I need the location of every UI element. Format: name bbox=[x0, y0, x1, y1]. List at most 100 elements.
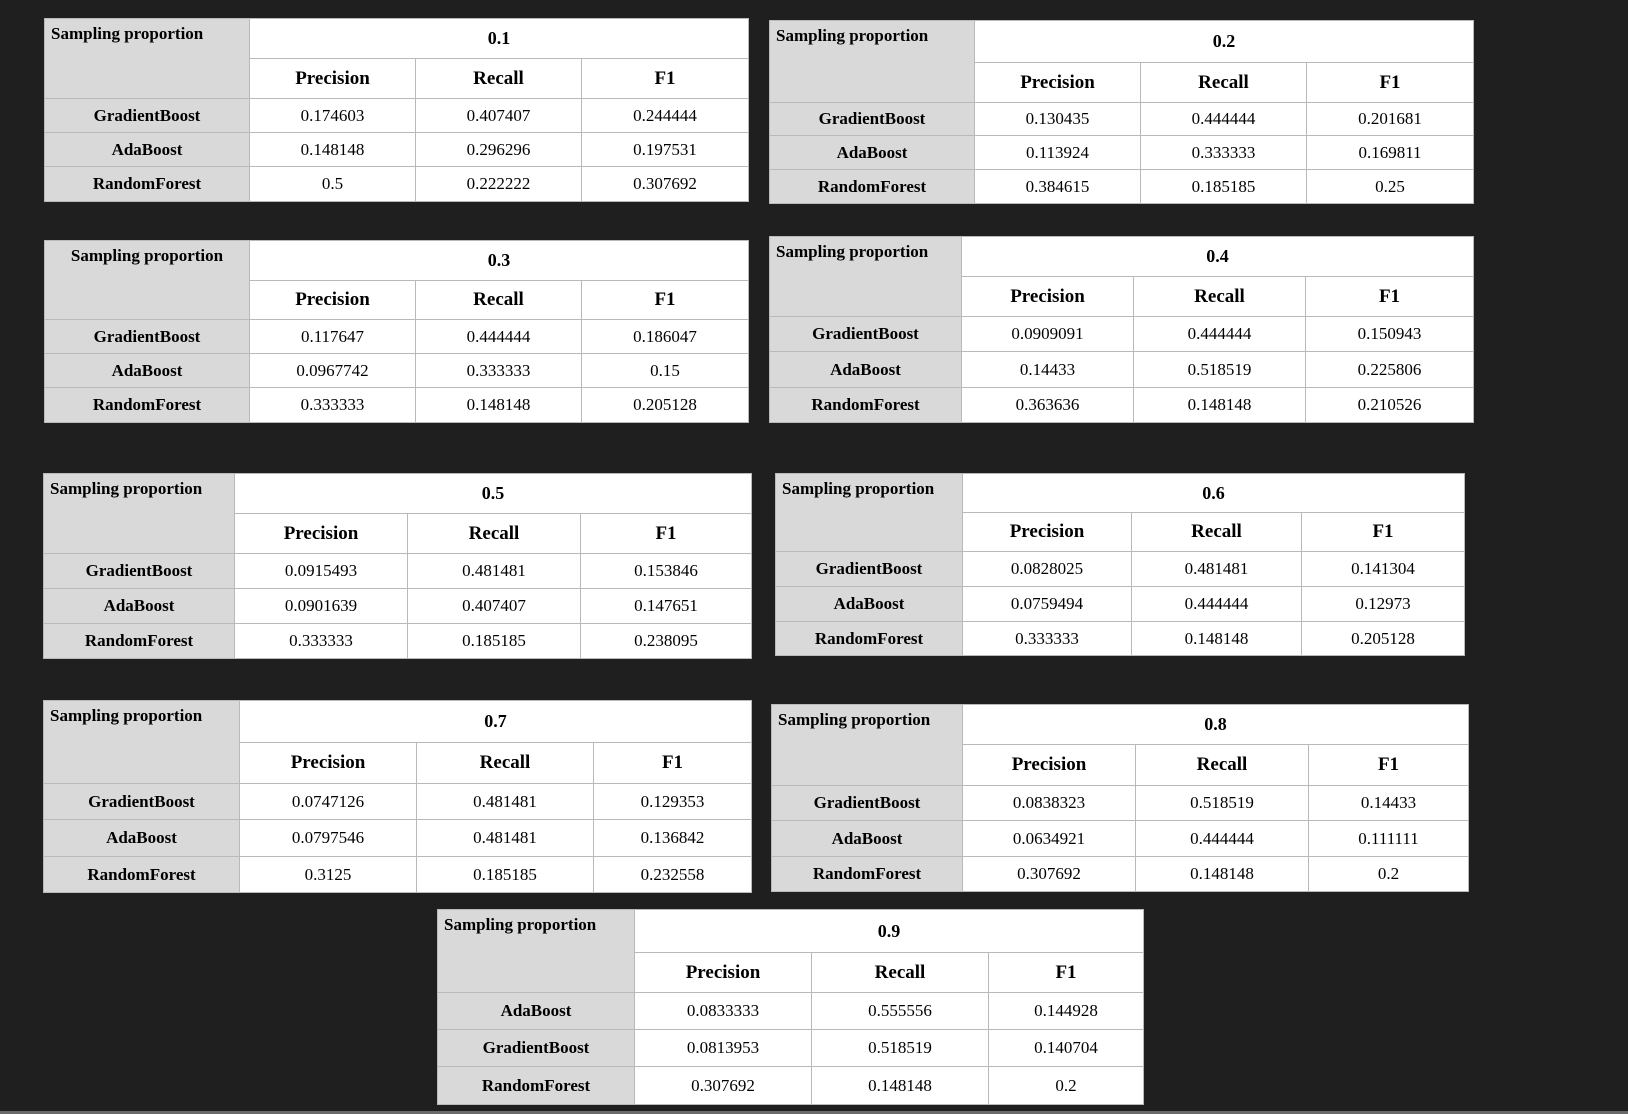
model-name: RandomForest bbox=[43, 856, 240, 893]
recall-header: Recall bbox=[415, 58, 582, 99]
f1-value: 0.205128 bbox=[1300, 621, 1466, 656]
proportion-value: 0.2 bbox=[973, 20, 1475, 63]
precision-value: 0.0634921 bbox=[962, 820, 1136, 857]
precision-value: 0.0967742 bbox=[249, 353, 416, 388]
recall-value: 0.333333 bbox=[415, 353, 582, 388]
precision-value: 0.5 bbox=[249, 166, 416, 202]
table-row: AdaBoost 0.0901639 0.407407 0.147651 bbox=[43, 588, 753, 624]
proportion-value: 0.9 bbox=[633, 909, 1145, 953]
model-name: RandomForest bbox=[769, 169, 975, 204]
recall-value: 0.444444 bbox=[1131, 586, 1302, 622]
f1-value: 0.15 bbox=[580, 353, 750, 388]
table-row: AdaBoost 0.14433 0.518519 0.225806 bbox=[769, 351, 1475, 388]
precision-value: 0.0813953 bbox=[634, 1029, 812, 1067]
precision-value: 0.384615 bbox=[974, 169, 1141, 204]
table-row: GradientBoost 0.0915493 0.481481 0.15384… bbox=[43, 553, 753, 589]
recall-header: Recall bbox=[1135, 744, 1309, 786]
recall-value: 0.148148 bbox=[1135, 856, 1309, 892]
model-name: GradientBoost bbox=[43, 783, 240, 820]
recall-value: 0.444444 bbox=[1140, 102, 1307, 136]
sampling-proportion-label: Sampling proportion bbox=[775, 473, 963, 552]
f1-value: 0.2 bbox=[987, 1066, 1145, 1105]
f1-value: 0.136842 bbox=[592, 819, 753, 857]
proportion-value: 0.1 bbox=[248, 18, 750, 59]
model-name: GradientBoost bbox=[437, 1029, 635, 1067]
recall-header: Recall bbox=[1140, 62, 1307, 103]
model-name: GradientBoost bbox=[771, 785, 963, 821]
table-row: RandomForest 0.333333 0.185185 0.238095 bbox=[43, 623, 753, 659]
f1-value: 0.14433 bbox=[1307, 785, 1470, 821]
table-row: GradientBoost 0.0909091 0.444444 0.15094… bbox=[769, 316, 1475, 352]
f1-header: F1 bbox=[1307, 744, 1470, 786]
model-name: RandomForest bbox=[44, 387, 250, 423]
precision-value: 0.3125 bbox=[239, 856, 417, 893]
precision-header: Precision bbox=[974, 62, 1141, 103]
f1-value: 0.169811 bbox=[1305, 135, 1475, 170]
f1-header: F1 bbox=[987, 952, 1145, 993]
table-row: GradientBoost 0.174603 0.407407 0.244444 bbox=[44, 98, 750, 133]
precision-header: Precision bbox=[962, 512, 1132, 552]
precision-value: 0.307692 bbox=[634, 1066, 812, 1105]
recall-value: 0.148148 bbox=[811, 1066, 989, 1105]
precision-value: 0.0833333 bbox=[634, 992, 812, 1030]
recall-value: 0.333333 bbox=[1140, 135, 1307, 170]
sampling-proportion-label: Sampling proportion bbox=[43, 700, 240, 784]
f1-value: 0.210526 bbox=[1304, 387, 1475, 423]
sampling-proportion-label: Sampling proportion bbox=[769, 20, 975, 103]
model-name: RandomForest bbox=[43, 623, 235, 659]
precision-header: Precision bbox=[249, 280, 416, 320]
model-name: AdaBoost bbox=[43, 588, 235, 624]
precision-header: Precision bbox=[962, 744, 1136, 786]
model-name: AdaBoost bbox=[44, 132, 250, 167]
precision-value: 0.0747126 bbox=[239, 783, 417, 820]
f1-value: 0.2 bbox=[1307, 856, 1470, 892]
recall-value: 0.296296 bbox=[415, 132, 582, 167]
f1-value: 0.153846 bbox=[579, 553, 753, 589]
f1-header: F1 bbox=[1305, 62, 1475, 103]
recall-value: 0.222222 bbox=[415, 166, 582, 202]
recall-value: 0.185185 bbox=[407, 623, 581, 659]
f1-value: 0.129353 bbox=[592, 783, 753, 820]
f1-value: 0.307692 bbox=[580, 166, 750, 202]
precision-value: 0.0915493 bbox=[234, 553, 408, 589]
sampling-proportion-label: Sampling proportion bbox=[44, 18, 250, 99]
f1-value: 0.232558 bbox=[592, 856, 753, 893]
precision-value: 0.117647 bbox=[249, 319, 416, 354]
f1-header: F1 bbox=[579, 513, 753, 554]
recall-value: 0.185185 bbox=[1140, 169, 1307, 204]
results-table-0-6: Sampling proportion 0.6 Precision Recall… bbox=[775, 473, 1466, 656]
precision-value: 0.14433 bbox=[961, 351, 1134, 388]
bottom-border bbox=[0, 1111, 1628, 1114]
sampling-proportion-label: Sampling proportion bbox=[769, 236, 962, 317]
f1-value: 0.244444 bbox=[580, 98, 750, 133]
proportion-value: 0.3 bbox=[248, 240, 750, 281]
recall-header: Recall bbox=[1131, 512, 1302, 552]
model-name: AdaBoost bbox=[437, 992, 635, 1030]
f1-value: 0.150943 bbox=[1304, 316, 1475, 352]
f1-value: 0.225806 bbox=[1304, 351, 1475, 388]
precision-value: 0.307692 bbox=[962, 856, 1136, 892]
f1-header: F1 bbox=[1300, 512, 1466, 552]
results-table-0-8: Sampling proportion 0.8 Precision Recall… bbox=[771, 704, 1470, 892]
recall-value: 0.481481 bbox=[416, 783, 594, 820]
f1-header: F1 bbox=[580, 280, 750, 320]
model-name: AdaBoost bbox=[771, 820, 963, 857]
recall-value: 0.185185 bbox=[416, 856, 594, 893]
recall-value: 0.481481 bbox=[1131, 551, 1302, 587]
f1-header: F1 bbox=[592, 742, 753, 784]
precision-header: Precision bbox=[634, 952, 812, 993]
proportion-value: 0.7 bbox=[238, 700, 753, 743]
precision-value: 0.333333 bbox=[962, 621, 1132, 656]
table-row: GradientBoost 0.0828025 0.481481 0.14130… bbox=[775, 551, 1466, 587]
table-row: RandomForest 0.333333 0.148148 0.205128 bbox=[775, 621, 1466, 656]
results-table-0-5: Sampling proportion 0.5 Precision Recall… bbox=[43, 473, 753, 659]
precision-header: Precision bbox=[249, 58, 416, 99]
results-table-0-2: Sampling proportion 0.2 Precision Recall… bbox=[769, 20, 1475, 204]
table-row: GradientBoost 0.0838323 0.518519 0.14433 bbox=[771, 785, 1470, 821]
precision-value: 0.113924 bbox=[974, 135, 1141, 170]
recall-header: Recall bbox=[416, 742, 594, 784]
table-row: RandomForest 0.363636 0.148148 0.210526 bbox=[769, 387, 1475, 423]
table-row: AdaBoost 0.113924 0.333333 0.169811 bbox=[769, 135, 1475, 170]
results-table-0-9: Sampling proportion 0.9 Precision Recall… bbox=[437, 909, 1145, 1105]
recall-value: 0.148148 bbox=[415, 387, 582, 423]
